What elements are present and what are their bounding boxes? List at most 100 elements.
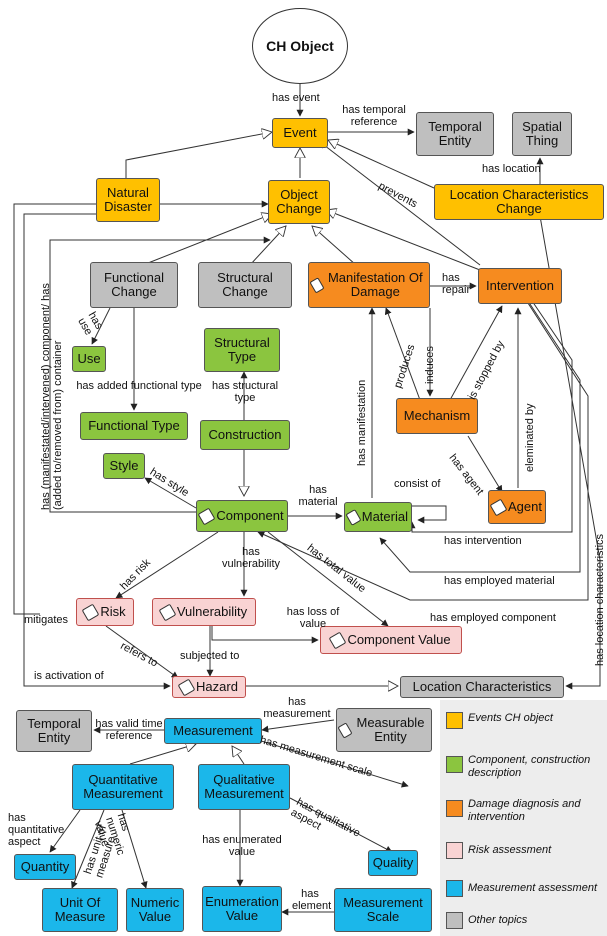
vulnerability-node[interactable]: Vulnerability: [152, 598, 256, 626]
location-characteristics-change-node[interactable]: Location Characteristics Change: [434, 184, 604, 220]
legend-label-damage: Damage diagnosis and intervention: [468, 798, 581, 823]
edge-has-component-container: [49, 236, 271, 513]
edge-label-induces: induces: [424, 346, 436, 384]
event-node[interactable]: Event: [272, 118, 328, 148]
intervention-node[interactable]: Intervention: [478, 268, 562, 304]
edge-label-has-vulnerability: has vulnerability: [221, 546, 281, 570]
intervention-label: Intervention: [486, 278, 554, 293]
mechanism-label: Mechanism: [403, 408, 471, 423]
functional-type-node[interactable]: Functional Type: [80, 412, 188, 440]
mechanism-node[interactable]: Mechanism: [396, 398, 478, 434]
temporal-entity-top-node[interactable]: Temporal Entity: [416, 112, 494, 156]
edge-label-has-material: has material: [298, 484, 338, 508]
edge-has-agent: [467, 435, 503, 493]
spatial-thing-node[interactable]: Spatial Thing: [512, 112, 572, 156]
edge-label-has-quantitative-aspect: has quantitative aspect: [8, 812, 65, 848]
edge-has-location-characteristics: [539, 215, 601, 690]
quality-node[interactable]: Quality: [368, 850, 418, 876]
qualitative-measurement-node[interactable]: Qualitative Measurement: [198, 764, 290, 810]
enumeration-value-label: Enumeration Value: [205, 894, 279, 923]
unit-of-measure-node[interactable]: Unit Of Measure: [42, 888, 118, 932]
ch-object-node[interactable]: CH Object: [252, 8, 348, 84]
edit-icon: [81, 603, 100, 621]
measurement-node[interactable]: Measurement: [164, 718, 262, 744]
functional-change-label: Functional Change: [104, 270, 164, 299]
location-characteristics-change-label: Location Characteristics Change: [449, 187, 589, 216]
risk-node[interactable]: Risk: [76, 598, 134, 626]
style-node[interactable]: Style: [103, 453, 145, 479]
measurement-label: Measurement: [173, 723, 253, 738]
edge-label-mitigates: mitigates: [24, 614, 69, 626]
quantitative-measurement-node[interactable]: Quantitative Measurement: [72, 764, 174, 810]
numeric-value-label: Numeric Value: [130, 895, 180, 924]
edge-label-consist-of: consist of: [394, 478, 441, 490]
legend-label-component: Component, construction description: [468, 754, 591, 779]
edge-label-has-repair: has repair: [442, 272, 471, 296]
use-node[interactable]: Use: [72, 346, 106, 372]
edge-is-stopped-by: [449, 305, 503, 401]
construction-label: Construction: [208, 427, 282, 442]
object-change-label: Object Change: [276, 187, 322, 216]
edit-icon: [177, 678, 196, 696]
object-change-node[interactable]: Object Change: [268, 180, 330, 224]
edge-quantitative-isa-measurement: [129, 744, 196, 765]
edge-label-has-loss-of-value: has loss of value: [286, 606, 340, 630]
legend-label-measurement: Measurement assessment: [468, 882, 597, 894]
legend-swatch-events: [446, 712, 463, 729]
natural-disaster-label: Natural Disaster: [104, 185, 152, 214]
edge-label-has-structural-type: has structural type: [211, 380, 279, 404]
edge-label-has-element: has element: [292, 888, 332, 912]
construction-node[interactable]: Construction: [200, 420, 290, 450]
edge-label-is-activation-of: is activation of: [34, 670, 104, 682]
edge-has-style: [144, 477, 197, 509]
structural-type-node[interactable]: Structural Type: [204, 328, 280, 372]
agent-node[interactable]: Agent: [488, 490, 546, 524]
hazard-node[interactable]: Hazard: [172, 676, 246, 698]
quantitative-measurement-label: Quantitative Measurement: [83, 772, 163, 801]
natural-disaster-node[interactable]: Natural Disaster: [96, 178, 160, 222]
structural-change-node[interactable]: Structural Change: [198, 262, 292, 308]
legend-swatch-measurement: [446, 880, 463, 897]
edge-has-qualitative-aspect: [289, 797, 393, 853]
temporal-entity-bottom-label: Temporal Entity: [27, 716, 81, 745]
edit-icon: [309, 276, 325, 294]
numeric-value-node[interactable]: Numeric Value: [126, 888, 184, 932]
temporal-entity-bottom-node[interactable]: Temporal Entity: [16, 710, 92, 752]
edit-icon: [329, 631, 347, 649]
legend-swatch-other: [446, 912, 463, 929]
measurement-scale-node[interactable]: Measurement Scale: [334, 888, 432, 932]
manifestation-of-damage-node[interactable]: Manifestation Of Damage: [308, 262, 430, 308]
material-node[interactable]: Material: [344, 502, 412, 532]
edge-has-measurement-scale: [257, 739, 409, 788]
edge-label-has-temporal-reference: has temporal reference: [342, 104, 406, 128]
edge-structural-isa-object-change: [249, 226, 286, 266]
risk-label: Risk: [100, 604, 126, 619]
enumeration-value-node[interactable]: Enumeration Value: [202, 886, 282, 932]
legend-label-other: Other topics: [468, 914, 528, 926]
edge-label-has-component-container: has (manifestated/intervened) component/…: [40, 283, 64, 510]
functional-change-node[interactable]: Functional Change: [90, 262, 178, 308]
quantity-node[interactable]: Quantity: [14, 854, 76, 880]
component-node[interactable]: Component: [196, 500, 288, 532]
measurable-entity-label: Measurable Entity: [356, 715, 425, 744]
style-label: Style: [109, 458, 139, 473]
edit-icon: [345, 508, 362, 526]
legend-label-events: Events CH object: [468, 712, 553, 724]
measurable-entity-node[interactable]: Measurable Entity: [336, 708, 432, 752]
location-characteristics-node[interactable]: Location Characteristics: [400, 676, 564, 698]
edit-icon: [489, 498, 508, 516]
component-value-label: Component Value: [347, 632, 451, 647]
structural-change-label: Structural Change: [217, 270, 273, 299]
edit-icon: [337, 721, 353, 739]
vulnerability-label: Vulnerability: [176, 604, 248, 619]
edge-consist-of: [412, 505, 447, 524]
edge-refers-to: [105, 625, 179, 679]
edge-intervention-isa-object-change: [326, 210, 481, 271]
edge-location-change-isa-event: [328, 140, 435, 189]
edge-has-measurement: [261, 719, 335, 733]
component-value-node[interactable]: Component Value: [320, 626, 462, 654]
ch-object-label: CH Object: [266, 38, 334, 54]
edge-label-has-location: has location: [482, 163, 541, 175]
